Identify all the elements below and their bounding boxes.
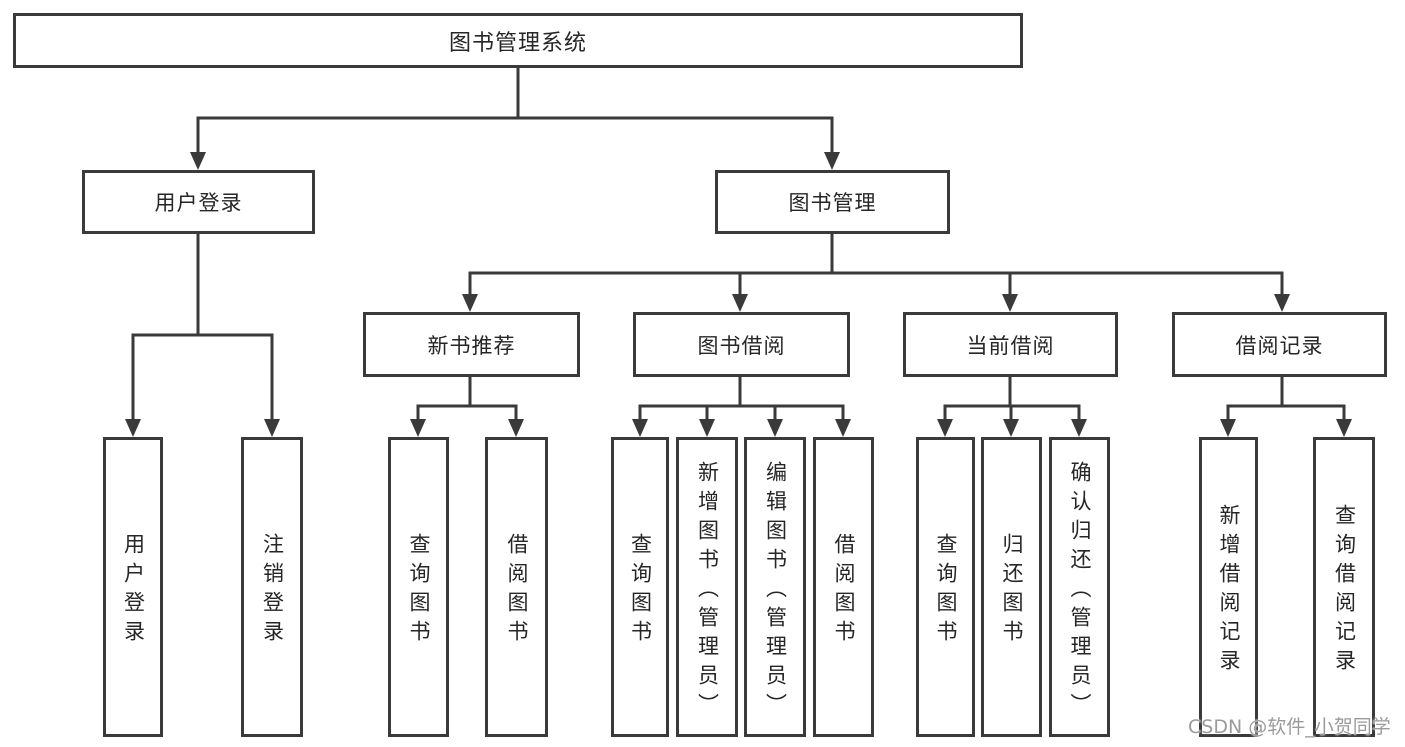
arrowhead-icon bbox=[699, 419, 715, 437]
arrowhead-icon bbox=[1336, 419, 1352, 437]
node-leaf-query-borrow-record: 查询借阅记录 bbox=[1313, 437, 1375, 737]
node-leaf-return-books: 归还图书 bbox=[981, 437, 1042, 737]
node-label: 当前借阅 bbox=[966, 333, 1055, 358]
node-borrow-records: 借阅记录 bbox=[1172, 312, 1387, 377]
arrowhead-icon bbox=[1071, 419, 1087, 437]
node-leaf-borrow-books-1: 借阅图书 bbox=[485, 437, 548, 737]
arrowhead-icon bbox=[1274, 294, 1290, 312]
arrowhead-icon bbox=[410, 419, 426, 437]
arrowhead-icon bbox=[732, 294, 748, 312]
node-leaf-edit-books-admin: 编辑图书（管理员） bbox=[744, 437, 806, 737]
arrowhead-icon bbox=[1220, 419, 1236, 437]
watermark: CSDN @软件_小贺同学 bbox=[1188, 716, 1391, 738]
node-label: 借阅记录 bbox=[1235, 333, 1324, 358]
arrowhead-icon bbox=[462, 294, 478, 312]
arrowhead-icon bbox=[835, 419, 851, 437]
node-leaf-add-books-admin: 新增图书（管理员） bbox=[676, 437, 738, 737]
node-leaf-query-books-1: 查询图书 bbox=[388, 437, 449, 737]
node-label: 借阅图书 bbox=[505, 533, 529, 649]
node-label: 查询图书 bbox=[628, 533, 653, 649]
node-label: 查询图书 bbox=[934, 533, 958, 649]
arrowhead-icon bbox=[1003, 419, 1019, 437]
node-label: 注销登录 bbox=[260, 533, 285, 649]
node-label: 查询图书 bbox=[407, 533, 431, 649]
node-leaf-add-borrow-record: 新增借阅记录 bbox=[1199, 437, 1258, 737]
node-label: 用户登录 bbox=[154, 191, 243, 215]
node-label: 新增图书（管理员） bbox=[695, 460, 720, 722]
node-label: 新增借阅记录 bbox=[1217, 504, 1241, 678]
node-label: 图书管理 bbox=[788, 191, 877, 215]
node-label: 编辑图书（管理员） bbox=[763, 460, 788, 722]
node-label: 新书推荐 bbox=[427, 333, 516, 358]
node-book-borrow: 图书借阅 bbox=[633, 312, 850, 377]
node-leaf-logout: 注销登录 bbox=[241, 437, 303, 737]
arrowhead-icon bbox=[824, 152, 840, 170]
arrowhead-icon bbox=[508, 419, 524, 437]
node-label: 查询借阅记录 bbox=[1332, 504, 1357, 678]
arrowhead-icon bbox=[632, 419, 648, 437]
arrowhead-icon bbox=[937, 419, 953, 437]
node-leaf-user-login: 用户登录 bbox=[103, 437, 163, 737]
node-book-management: 图书管理 bbox=[715, 170, 950, 234]
node-leaf-confirm-return-admin: 确认归还（管理员） bbox=[1049, 437, 1110, 737]
node-leaf-query-books-2: 查询图书 bbox=[611, 437, 669, 737]
arrowhead-icon bbox=[125, 419, 141, 437]
node-new-book-recommend: 新书推荐 bbox=[363, 312, 580, 377]
node-leaf-query-books-3: 查询图书 bbox=[916, 437, 975, 737]
node-leaf-borrow-books-2: 借阅图书 bbox=[813, 437, 874, 737]
arrowhead-icon bbox=[264, 419, 280, 437]
arrowhead-icon bbox=[767, 419, 783, 437]
node-user-login: 用户登录 bbox=[82, 170, 315, 234]
arrowhead-icon bbox=[1002, 294, 1018, 312]
node-label: 借阅图书 bbox=[832, 533, 856, 649]
arrowhead-icon bbox=[190, 152, 206, 170]
node-current-borrow: 当前借阅 bbox=[903, 312, 1118, 377]
node-label: 图书管理系统 bbox=[448, 30, 587, 56]
node-label: 归还图书 bbox=[1000, 533, 1024, 649]
node-library-management-system: 图书管理系统 bbox=[13, 13, 1023, 68]
node-label: 用户登录 bbox=[121, 533, 146, 649]
node-label: 确认归还（管理员） bbox=[1068, 460, 1092, 722]
node-label: 图书借阅 bbox=[697, 333, 786, 358]
